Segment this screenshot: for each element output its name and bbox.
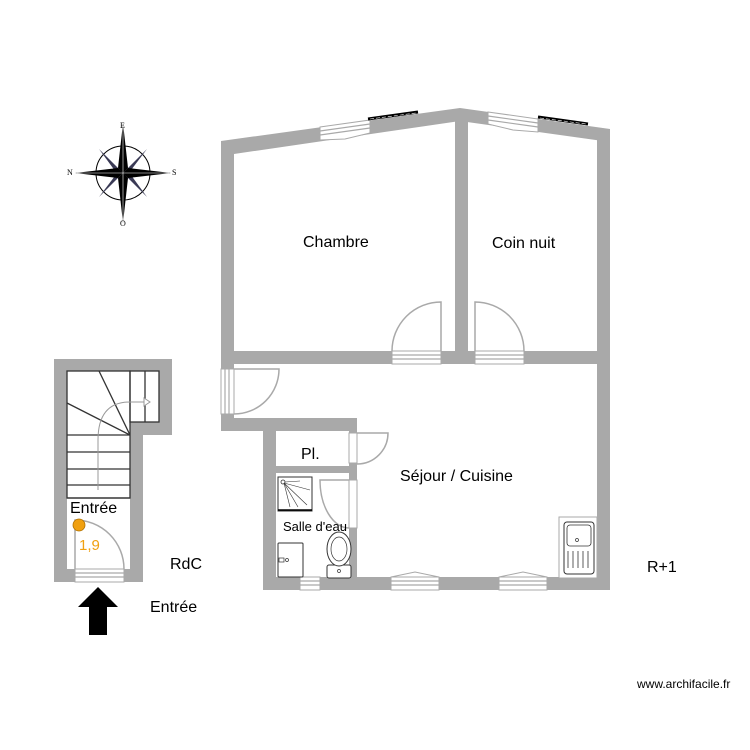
floor-label-rdc: RdC	[170, 556, 203, 573]
compass-rose-icon	[75, 123, 171, 223]
watermark: www.archifacile.fr	[637, 677, 731, 691]
room-label-placard: Pl.	[301, 446, 320, 463]
room-label-sejour-cuisine: Séjour / Cuisine	[400, 468, 513, 485]
compass-north-label: N	[67, 168, 73, 177]
floor-label-r1: R+1	[647, 559, 677, 576]
room-area-entree: 1,9	[79, 537, 100, 554]
entrance-label: Entrée	[150, 599, 198, 616]
room-label-chambre: Chambre	[303, 234, 369, 251]
shower-icon	[277, 476, 313, 512]
compass-west-label: O	[120, 219, 126, 228]
area-marker-icon	[72, 518, 86, 532]
room-label-coin-nuit: Coin nuit	[492, 235, 556, 252]
room-label-salle-deau: Salle d'eau	[283, 519, 347, 534]
kitchen-sink-icon	[558, 516, 598, 579]
compass-south-label: S	[172, 168, 177, 177]
staircase	[66, 370, 160, 499]
toilet-icon	[326, 531, 352, 579]
compass-east-label: E	[120, 121, 125, 130]
entrance-arrow-icon	[78, 587, 118, 635]
room-label-entree: Entrée	[70, 500, 118, 517]
first-floor-plan	[220, 108, 610, 591]
ground-floor-plan	[54, 359, 172, 635]
washbasin-icon	[277, 542, 304, 578]
